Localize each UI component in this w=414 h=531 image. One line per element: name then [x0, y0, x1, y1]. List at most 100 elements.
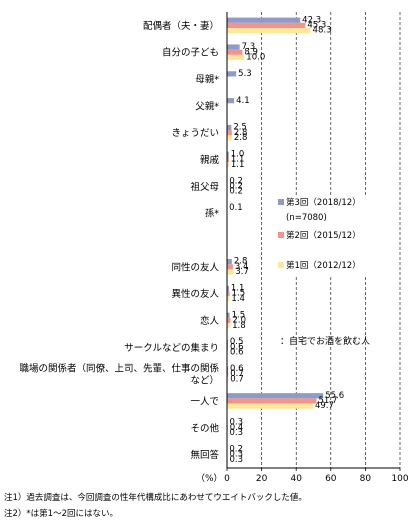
data-label: 1.0	[231, 149, 245, 159]
data-label: 51.7	[318, 396, 337, 406]
category-label: 異性の友人	[171, 288, 219, 300]
category-label: 配偶者（夫・妻）	[143, 20, 219, 32]
bar	[227, 22, 306, 29]
category-label: 一人で	[190, 396, 219, 407]
bar	[227, 291, 230, 297]
legend-label: 第3回（2018/12）	[286, 197, 361, 208]
bar	[227, 398, 317, 404]
data-label: 5.3	[238, 69, 252, 79]
category-label: など）	[190, 375, 219, 387]
data-label: 2.0	[232, 316, 246, 326]
data-label: 0.2	[229, 187, 243, 197]
data-label: 1.8	[232, 321, 246, 331]
category-label: 恋人	[200, 315, 220, 327]
bar	[227, 49, 243, 55]
category-label: 孫*	[205, 208, 220, 220]
bar	[227, 376, 229, 382]
data-label: 1.1	[231, 284, 245, 294]
bar	[227, 98, 235, 104]
x-unit-label: （%）	[196, 473, 223, 484]
data-label: 1.1	[231, 160, 245, 170]
legend-label: 第1回（2012/12）	[286, 260, 361, 271]
legend: 第3回（2018/12） (n=7080) 第2回（2015/12） 第1回（2012…	[278, 197, 361, 271]
category-label: サークルなどの集まり	[124, 342, 219, 354]
legend-swatch	[278, 262, 284, 268]
data-label: 1.4	[231, 294, 245, 304]
legend-box	[272, 195, 392, 277]
data-label: 3.7	[235, 267, 249, 277]
legend-label: (n=7080)	[286, 213, 327, 223]
bar	[227, 344, 229, 350]
category-label: 父親*	[195, 100, 219, 112]
data-label: 0.3	[230, 418, 244, 428]
bar	[227, 296, 230, 302]
data-label: 0.1	[229, 203, 243, 213]
data-label: 1.1	[231, 155, 245, 165]
tick-label: 40	[290, 474, 302, 484]
data-label: 49.7	[315, 401, 334, 411]
category-label: 職場の関係者（同僚、上司、先輩、仕事の関係	[19, 363, 219, 375]
category-label: きょうだい	[171, 128, 219, 139]
bar	[227, 162, 229, 168]
category-label: 自分の子ども	[162, 47, 219, 59]
bar	[227, 259, 232, 265]
bar	[227, 323, 231, 329]
data-label: 55.6	[325, 391, 344, 401]
data-label: 2.8	[234, 257, 248, 267]
bar	[227, 312, 230, 318]
legend-swatch	[278, 232, 284, 238]
bar	[227, 124, 232, 131]
data-label: 42.3	[302, 15, 321, 25]
data-label: 48.3	[313, 26, 332, 36]
data-label: 0.3	[230, 450, 244, 460]
data-label: 0.4	[230, 423, 244, 433]
data-label: 4.1	[236, 96, 250, 106]
bar	[227, 366, 229, 372]
category-label: 母親*	[195, 74, 219, 86]
bar	[227, 269, 234, 275]
data-label: 0.2	[229, 176, 243, 186]
bar	[227, 44, 240, 50]
data-label: 2.8	[234, 128, 248, 138]
legend-label: 第2回（2015/12）	[286, 230, 361, 241]
bar	[227, 264, 233, 270]
category-label: 無回答	[190, 449, 219, 461]
bar	[227, 151, 229, 157]
tick-label: 0	[224, 474, 230, 484]
bar	[227, 403, 313, 409]
data-label: 0.7	[230, 374, 244, 384]
category-label: 同性の友人	[171, 261, 219, 273]
bar	[227, 317, 231, 324]
data-label: 45.3	[307, 21, 326, 31]
tick-label: 60	[325, 474, 337, 484]
bars	[227, 17, 324, 463]
data-label: 0.6	[230, 364, 244, 374]
bar	[227, 349, 229, 356]
bar	[227, 371, 229, 377]
bar	[227, 17, 301, 23]
annotation-text: ：自宅でお酒を飲む人	[280, 335, 370, 347]
data-label: 2.8	[234, 133, 248, 143]
data-label: 7.3	[242, 42, 256, 52]
data-label: 0.3	[230, 455, 244, 465]
category-label: 祖父母	[190, 181, 219, 193]
data-label: 0.6	[230, 348, 244, 358]
data-label: 3.4	[235, 262, 249, 272]
note-2: 注2）*は第1～2回にはない。	[4, 508, 118, 519]
data-label: 8.9	[244, 47, 258, 57]
bar	[227, 285, 229, 292]
data-label: 0.3	[230, 428, 244, 438]
bar	[227, 28, 311, 34]
bar	[227, 130, 232, 136]
data-label: 1.5	[232, 310, 246, 320]
tick-label: 20	[256, 474, 268, 484]
bar	[227, 135, 232, 141]
data-label: 1.5	[232, 289, 246, 299]
bar	[227, 54, 245, 61]
note-1: 注1）過去調査は、今回調査の性年代構成比にあわせてウエイトバックした値。	[4, 492, 307, 503]
category-label: 親戚	[200, 154, 220, 166]
data-label: 0.7	[230, 369, 244, 379]
